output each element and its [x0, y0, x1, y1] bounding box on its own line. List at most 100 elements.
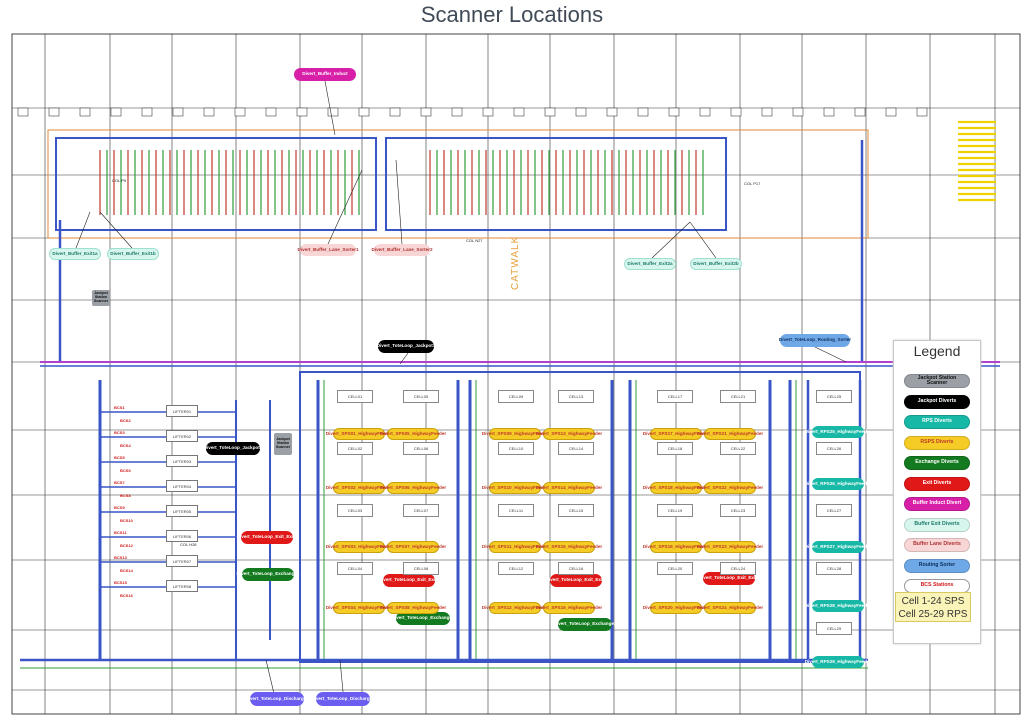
- buffer-exit-2a-divert[interactable]: Divert_Buffer_Exit2a: [624, 258, 676, 270]
- buffer-exit-2b-divert[interactable]: Divert_Buffer_Exit2b: [690, 258, 742, 270]
- sps-divert[interactable]: Divert_SPS22_HighwayFeeder: [697, 482, 763, 494]
- buffer-lane-1-divert[interactable]: Divert_Buffer_Lane_Sorter1: [297, 244, 359, 256]
- sps-divert[interactable]: Divert_SPS07_HighwayFeeder: [380, 541, 446, 553]
- rps-divert[interactable]: Divert_RPS27_HighwayFeeder: [805, 541, 871, 553]
- buffer-exit-1a-divert[interactable]: Divert_Buffer_Exit1a: [49, 248, 101, 260]
- buffer-loop-left: [55, 137, 377, 231]
- exchange-divert-a[interactable]: Divert_ToteLoop_Exchange1: [237, 568, 299, 581]
- exchange-divert-c[interactable]: Divert_ToteLoop_Exchange3: [554, 618, 616, 631]
- exit-divert-a[interactable]: Divert_ToteLoop_Exit_Exit1: [237, 531, 297, 544]
- exit-divert-b[interactable]: Divert_ToteLoop_Exit_Exit2: [379, 574, 439, 587]
- legend-item: Jackpot Diverts: [904, 394, 970, 409]
- bcs-station-label: BCS9: [114, 505, 125, 510]
- cell-box: CELL12: [498, 562, 534, 575]
- cell-box: CELL04: [337, 562, 373, 575]
- rps-cell-box: CELL29: [816, 622, 852, 635]
- dock-door: [79, 107, 91, 117]
- sps-divert[interactable]: Divert_SPS20_HighwayFeeder: [643, 602, 709, 614]
- lifter-box: LIFTER08: [166, 580, 198, 592]
- dock-door: [513, 107, 525, 117]
- sps-divert[interactable]: Divert_SPS09_HighwayFeeder: [482, 428, 548, 440]
- sps-divert[interactable]: Divert_SPS06_HighwayFeeder: [380, 482, 446, 494]
- cell-box: CELL11: [498, 504, 534, 517]
- discharge-divert-2[interactable]: Divert_ToteLoop_Discharge2: [311, 692, 375, 706]
- bcs-station-label: BCS4: [120, 442, 131, 448]
- rps-cell-box: CELL25: [816, 390, 852, 403]
- jackpot-2-divert[interactable]: Divert_ToteLoop_Jackpot2: [204, 442, 262, 455]
- dock-door: [203, 107, 215, 117]
- cell-box: CELL24: [720, 562, 756, 575]
- exit-divert-d[interactable]: Divert_ToteLoop_Exit_Exit4: [699, 572, 759, 585]
- rps-divert[interactable]: Divert_RPS26_HighwayFeeder: [805, 478, 871, 490]
- sps-divert[interactable]: Divert_SPS17_HighwayFeeder: [643, 428, 709, 440]
- bcs-station-label: BCS7: [114, 480, 125, 485]
- jackpot-1-divert[interactable]: Divert_ToteLoop_Jackpot1: [377, 340, 435, 353]
- sps-divert[interactable]: Divert_SPS03_HighwayFeeder: [326, 541, 392, 553]
- sps-divert[interactable]: Divert_SPS14_HighwayFeeder: [536, 482, 602, 494]
- bcs-station-label: BCS3: [114, 430, 125, 435]
- sps-divert[interactable]: Divert_SPS02_HighwayFeeder: [326, 482, 392, 494]
- cell-box: CELL21: [720, 390, 756, 403]
- bcs-station-label: BCS5: [114, 455, 125, 460]
- cell-box: CELL02: [337, 442, 373, 455]
- legend-item: Buffer Lane Diverts: [904, 538, 970, 552]
- rps-cell-box: CELL27: [816, 504, 852, 517]
- sps-divert[interactable]: Divert_SPS12_HighwayFeeder: [482, 602, 548, 614]
- lifter-box: LIFTER06: [166, 530, 198, 542]
- sps-divert[interactable]: Divert_SPS24_HighwayFeeder: [697, 602, 763, 614]
- sps-divert[interactable]: Divert_SPS15_HighwayFeeder: [536, 541, 602, 553]
- dock-door: [482, 107, 494, 117]
- bcs-station-label: BCS11: [114, 530, 127, 535]
- leader-line: [327, 169, 363, 245]
- discharge-divert-1[interactable]: Divert_ToteLoop_Discharge1: [245, 692, 309, 706]
- leader-line: [99, 211, 133, 249]
- sps-divert[interactable]: Divert_SPS10_HighwayFeeder: [482, 482, 548, 494]
- lifter-box: LIFTER04: [166, 480, 198, 492]
- sps-divert[interactable]: Divert_SPS08_HighwayFeeder: [380, 602, 446, 614]
- dock-door: [699, 107, 711, 117]
- cell-box: CELL05: [403, 390, 439, 403]
- rps-cell-box: CELL26: [816, 442, 852, 455]
- exit-divert-c[interactable]: Divert_ToteLoop_Exit_Exit3: [546, 574, 606, 587]
- legend-item: Buffer Induct Divert: [904, 497, 970, 511]
- col-p17-label: COL P17: [744, 181, 761, 186]
- buffer-lane-2-divert[interactable]: Divert_Buffer_Lane_Sorter2: [371, 244, 433, 256]
- dock-door: [17, 107, 29, 117]
- sps-divert[interactable]: Divert_SPS23_HighwayFeeder: [697, 541, 763, 553]
- leader-line: [814, 346, 847, 363]
- lifter-box: LIFTER07: [166, 555, 198, 567]
- buffer-exit-1b-divert[interactable]: Divert_Buffer_Exit1b: [107, 248, 159, 260]
- cell-type-note: Cell 1-24 SPS Cell 25-29 RPS: [895, 592, 971, 622]
- dock-door: [823, 107, 835, 117]
- sps-divert[interactable]: Divert_SPS01_HighwayFeeder: [326, 428, 392, 440]
- sps-divert[interactable]: Divert_SPS04_HighwayFeeder: [326, 602, 392, 614]
- rps-divert[interactable]: Divert_RPS29_HighwayFeeder: [805, 656, 871, 668]
- sps-divert[interactable]: Divert_SPS11_HighwayFeeder: [482, 541, 548, 553]
- legend-item: RPS Diverts: [904, 415, 970, 429]
- routing-sorter-divert[interactable]: Divert_ToteLoop_Routing_Sorter: [779, 334, 851, 347]
- bcs-station-label: BCS6: [120, 467, 131, 473]
- dock-door: [420, 107, 432, 117]
- sps-divert[interactable]: Divert_SPS16_HighwayFeeder: [536, 602, 602, 614]
- sps-divert[interactable]: Divert_SPS18_HighwayFeeder: [643, 482, 709, 494]
- sps-divert[interactable]: Divert_SPS19_HighwayFeeder: [643, 541, 709, 553]
- legend-item: Jackpot Station Scanner: [904, 374, 970, 388]
- cell-box: CELL03: [337, 504, 373, 517]
- sps-divert[interactable]: Divert_SPS05_HighwayFeeder: [380, 428, 446, 440]
- dock-door: [761, 107, 773, 117]
- sps-divert[interactable]: Divert_SPS21_HighwayFeeder: [697, 428, 763, 440]
- sps-divert[interactable]: Divert_SPS13_HighwayFeeder: [536, 428, 602, 440]
- bcs-station-label: BCS14: [120, 567, 133, 573]
- exchange-divert-b[interactable]: Divert_ToteLoop_Exchange2: [392, 612, 454, 625]
- buffer-induct-divert[interactable]: Divert_Buffer_Induct: [294, 68, 356, 81]
- cell-box: CELL06: [403, 442, 439, 455]
- rps-divert[interactable]: Divert_RPS28_HighwayFeeder: [805, 600, 871, 612]
- legend-item: BCS Stations: [904, 579, 970, 593]
- dock-door: [265, 107, 277, 117]
- dock-door: [48, 107, 60, 117]
- dock-door: [296, 107, 308, 117]
- legend-title: Legend: [913, 343, 961, 359]
- col-p9-label: COL P9: [112, 178, 127, 183]
- rps-divert[interactable]: Divert_RPS25_HighwayFeeder: [805, 426, 871, 438]
- dock-door: [234, 107, 246, 117]
